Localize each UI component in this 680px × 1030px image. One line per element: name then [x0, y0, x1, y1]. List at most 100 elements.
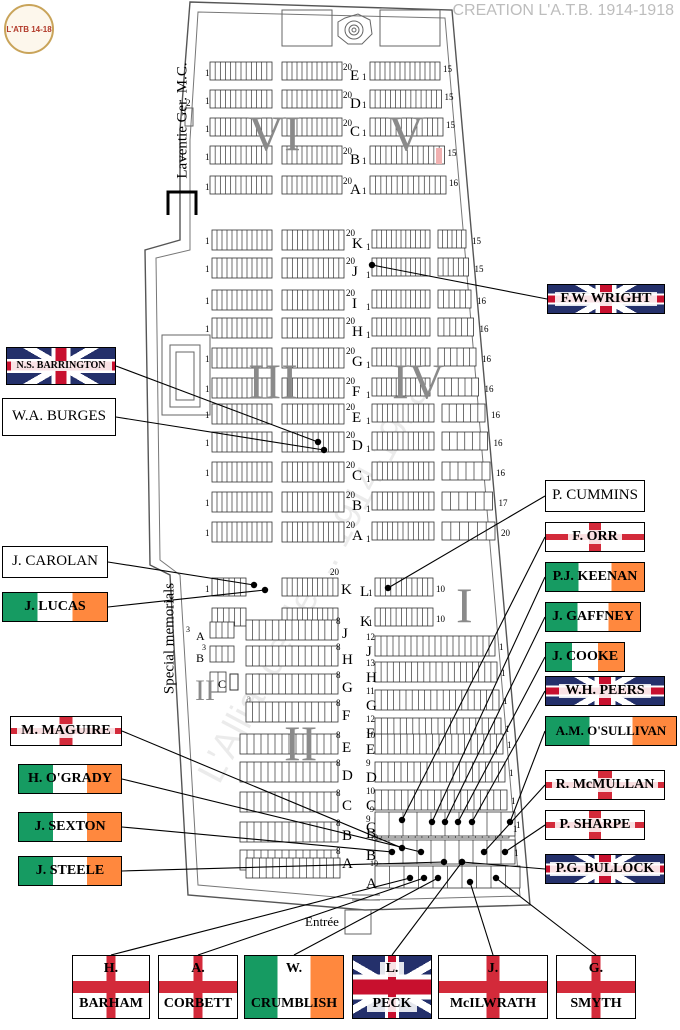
row-number: 1: [205, 296, 210, 306]
row-number: 1: [205, 124, 210, 134]
grave-row-ii: [239, 761, 339, 783]
row-number: 1: [501, 668, 506, 678]
leader-line: [504, 824, 546, 853]
row-number: 15: [446, 120, 456, 130]
row-number: 20: [330, 567, 340, 577]
row-letter: D: [342, 768, 353, 784]
row-letter: K: [352, 236, 363, 252]
label-fw-wright: F.W. WRIGHT: [547, 284, 665, 314]
row-letter: D: [366, 770, 377, 786]
row-number: 1: [205, 410, 210, 420]
grave-marker-dot: [466, 878, 474, 886]
row-number: 15: [445, 92, 455, 102]
grave-row-iii: [211, 491, 273, 513]
inner-wall: [155, 11, 521, 901]
grave-row-iii: [211, 317, 273, 339]
top-right-building: [379, 9, 441, 47]
row-number: 8: [336, 788, 341, 798]
row-number: 1: [503, 696, 508, 706]
row-number: 1: [205, 68, 210, 78]
plot-label-i: I: [456, 577, 473, 633]
grave-row-v: [369, 61, 441, 81]
label-j-cooke: J. COOKE: [545, 642, 625, 672]
label-g-smyth: G.SMYTH: [556, 955, 636, 1019]
row-letter: J: [342, 626, 348, 642]
row-number: 1: [366, 390, 371, 400]
row-letter: K: [341, 582, 352, 598]
row-letter: A: [342, 856, 353, 872]
cross-of-sacrifice-icon: [337, 13, 373, 45]
grave-marker-dot: [501, 848, 509, 856]
grave-row-iii: [281, 491, 345, 513]
row-letter: F: [352, 384, 360, 400]
row-letter: A: [352, 528, 363, 544]
row-number: 1: [514, 848, 519, 858]
grave-row-iii: [211, 377, 273, 399]
label-am-osullivan: A.M. O'SULLIVAN: [545, 716, 677, 746]
outer-wall: [144, 1, 531, 911]
row-letter: D: [350, 96, 361, 112]
row-letter: L: [360, 584, 369, 600]
row-letter: G: [352, 354, 363, 370]
row-number: 16: [485, 384, 495, 394]
row-number: 20: [346, 430, 356, 440]
leader-line: [107, 589, 266, 608]
leader-line: [495, 877, 597, 956]
row-letter: J: [366, 644, 372, 660]
grave-row-ii: [239, 821, 339, 843]
small-marker-2: [184, 107, 194, 127]
grave-row-iv: [441, 403, 486, 423]
label-pg-bullock: P.G. BULLOCK: [545, 854, 665, 884]
grave-row-iv: [371, 377, 431, 397]
leader-line: [107, 561, 255, 586]
plot-label-v: V: [388, 105, 424, 161]
leader-line: [457, 656, 546, 823]
grave-row-i: [374, 689, 500, 711]
grave-row-iii: [211, 521, 273, 543]
row-letter: C: [366, 798, 376, 814]
row-number: 10: [436, 584, 446, 594]
leader-line: [110, 877, 411, 956]
grave-marker-dot: [441, 818, 449, 826]
row-letter: A: [350, 182, 361, 198]
row-number: 16: [496, 468, 506, 478]
row-number: 20: [346, 256, 356, 266]
row-number: 8: [336, 698, 341, 708]
row-letter: I: [352, 296, 357, 312]
row-number: 1: [366, 474, 371, 484]
entrance-label: Entrée: [305, 914, 339, 929]
row-number: 1: [205, 584, 210, 594]
row-number: 1: [366, 270, 371, 280]
grave-row-vi: [281, 61, 343, 81]
row-number: 20: [346, 228, 356, 238]
row-number: 1: [368, 588, 373, 598]
row-letter: C: [350, 124, 360, 140]
grave-row-vi: [281, 89, 343, 109]
grave-row-iv: [441, 461, 491, 481]
row-number: 15: [448, 148, 458, 158]
row-letter: B: [366, 826, 376, 842]
grave-row-iv: [437, 317, 474, 337]
row-number: 20: [343, 118, 353, 128]
row-letter: B: [366, 848, 376, 864]
row-number: 1: [205, 438, 210, 448]
row-letter: H: [352, 324, 363, 340]
row-number: 1: [205, 468, 210, 478]
grave-row-iv: [441, 491, 493, 511]
row-letter: a: [246, 691, 252, 705]
row-number: 1: [205, 152, 210, 162]
grave-row-vi: [281, 175, 343, 195]
grave-row-v: [369, 89, 442, 109]
row-number: 20: [346, 520, 356, 530]
label-j-gaffney: J. GAFFNEY: [545, 602, 641, 632]
label-a-corbett: A.CORBETT: [158, 955, 238, 1019]
label-j-sexton: J. SEXTON: [18, 812, 122, 842]
grave-row-iii: [211, 257, 273, 279]
row-number: 10: [436, 614, 446, 624]
leader-line: [431, 576, 546, 823]
row-number: 10: [370, 833, 378, 842]
row-number: 16: [477, 296, 487, 306]
logo-text: L'ATB 14-18: [6, 24, 52, 34]
row-number: 1: [499, 642, 504, 652]
